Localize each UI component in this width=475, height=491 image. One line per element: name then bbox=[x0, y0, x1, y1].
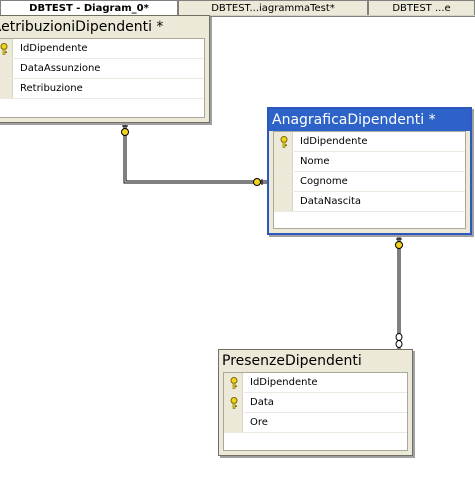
row-selector bbox=[224, 413, 243, 432]
column-name: Nome bbox=[300, 156, 330, 167]
relationship-retribuzioni-anagrafica[interactable] bbox=[123, 124, 268, 184]
key-end-icon bbox=[253, 178, 263, 186]
column-list: IdDipendente DataAssunzione Retribuzione bbox=[0, 38, 205, 118]
column-name: IdDipendente bbox=[300, 136, 368, 147]
row-selector bbox=[274, 192, 293, 211]
primary-key-icon bbox=[0, 43, 8, 55]
column-list: IdDipendente Data Ore bbox=[223, 372, 408, 451]
column-row[interactable]: Cognome bbox=[274, 172, 465, 192]
column-name: Cognome bbox=[300, 176, 348, 187]
column-name: IdDipendente bbox=[250, 377, 318, 388]
tab-diagram-0[interactable]: DBTEST - Diagram_0* bbox=[0, 0, 178, 16]
column-name: IdDipendente bbox=[20, 43, 88, 54]
column-row[interactable]: Ore bbox=[224, 413, 407, 433]
row-selector bbox=[274, 172, 293, 191]
row-selector bbox=[0, 59, 13, 78]
column-row[interactable]: Retribuzione bbox=[0, 79, 204, 99]
tab-diagramma-test[interactable]: DBTEST...iagrammaTest* bbox=[178, 0, 368, 15]
column-name: Retribuzione bbox=[20, 83, 83, 94]
column-row[interactable]: IdDipendente bbox=[274, 132, 465, 152]
column-row[interactable]: IdDipendente bbox=[0, 39, 204, 59]
primary-key-icon bbox=[230, 397, 238, 409]
new-column-row[interactable] bbox=[224, 433, 407, 451]
column-row[interactable]: Data bbox=[224, 393, 407, 413]
table-title[interactable]: PresenzeDipendenti bbox=[219, 350, 412, 372]
document-tab-strip: DBTEST - Diagram_0* DBTEST...iagrammaTes… bbox=[0, 0, 475, 17]
row-selector bbox=[274, 152, 293, 171]
column-name: Data bbox=[250, 397, 274, 408]
column-name: DataAssunzione bbox=[20, 63, 101, 74]
column-list: IdDipendente Nome Cognome DataNascita bbox=[273, 131, 466, 229]
key-end-icon bbox=[395, 238, 403, 249]
column-name: DataNascita bbox=[300, 196, 362, 207]
column-name: Ore bbox=[250, 417, 268, 428]
row-selector bbox=[0, 79, 13, 98]
primary-key-icon bbox=[280, 136, 288, 148]
table-title[interactable]: RetribuzioniDipendenti * bbox=[0, 16, 209, 38]
new-column-row[interactable] bbox=[0, 99, 204, 117]
table-presenze-dipendenti[interactable]: PresenzeDipendenti IdDipendente Data Ore bbox=[218, 349, 413, 456]
table-retribuzioni-dipendenti[interactable]: RetribuzioniDipendenti * IdDipendente Da… bbox=[0, 15, 210, 123]
primary-key-icon bbox=[230, 377, 238, 389]
new-column-row[interactable] bbox=[274, 212, 465, 230]
column-row[interactable]: DataNascita bbox=[274, 192, 465, 212]
column-row[interactable]: Nome bbox=[274, 152, 465, 172]
key-end-icon bbox=[121, 125, 129, 136]
table-title[interactable]: AnagraficaDipendenti * bbox=[269, 109, 470, 131]
column-row[interactable]: DataAssunzione bbox=[0, 59, 204, 79]
table-anagrafica-dipendenti[interactable]: AnagraficaDipendenti * IdDipendente Nome… bbox=[267, 107, 472, 235]
column-row[interactable]: IdDipendente bbox=[224, 373, 407, 393]
infinity-end-icon bbox=[395, 333, 403, 348]
